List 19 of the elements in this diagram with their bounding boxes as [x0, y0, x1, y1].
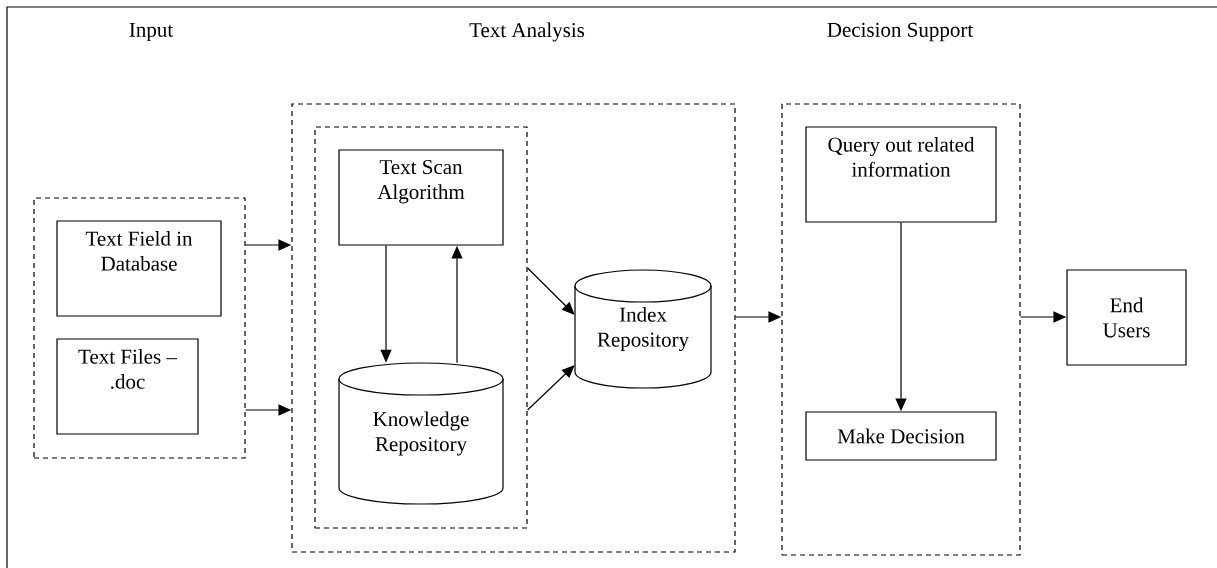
- process-box: Text Field in Database: [56, 220, 222, 317]
- dashed-group-box: [291, 103, 736, 553]
- column-heading: Text Analysis: [469, 22, 585, 42]
- process-box: Query out related information: [805, 126, 997, 223]
- cylinder: Index Repository: [574, 269, 712, 389]
- column-heading: Decision Support: [827, 22, 974, 42]
- process-box: Text Files – .doc: [56, 338, 199, 435]
- column-heading: Input: [129, 22, 174, 42]
- process-box: Make Decision: [805, 411, 997, 461]
- cylinder: Knowledge Repository: [338, 362, 504, 505]
- arrow: [527, 267, 575, 315]
- dashed-group-box: [781, 103, 1021, 556]
- node-label: Knowledge Repository: [373, 411, 469, 456]
- node-label: Index Repository: [597, 306, 690, 352]
- dashed-group-box: [33, 197, 246, 459]
- dashed-group-box: [314, 126, 528, 529]
- process-box: Text Scan Algorithm: [338, 149, 504, 246]
- arrow: [527, 365, 575, 411]
- process-box: End Users: [1066, 269, 1187, 366]
